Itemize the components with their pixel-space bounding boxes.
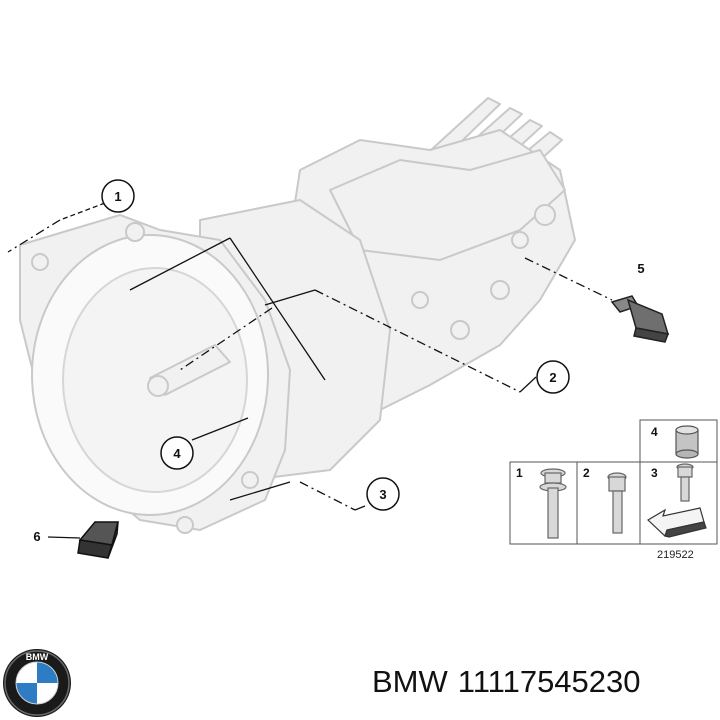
svg-text:2: 2 [549,370,556,385]
callout-4: 4 [160,436,194,470]
svg-text:1: 1 [114,189,121,204]
svg-text:4: 4 [173,446,181,461]
bolt-part-3 [676,463,694,502]
gearbox-illustration [19,97,576,534]
leader-lines [7,202,613,539]
callout-6: 6 [33,529,40,544]
callout-3: 3 [366,477,400,511]
svg-text:6: 6 [33,529,40,544]
bushing-part [675,425,699,459]
rubber-block-part-6 [77,521,119,559]
arrow-icon [647,507,707,538]
table-cell-2: 2 [583,466,590,480]
bolt-part-1 [539,468,567,539]
parts-table: 4 1 2 3 [509,419,718,561]
reference-number: 219522 [657,549,694,561]
bmw-logo: BMW [3,649,71,717]
logo-text: BMW [26,652,49,662]
svg-text:3: 3 [379,487,386,502]
svg-text:5: 5 [637,261,644,276]
table-cell-4: 4 [651,425,658,439]
sensor-part-5 [610,295,670,343]
part-caption: BMW 11117545230 [372,664,651,700]
table-cell-3: 3 [651,466,658,480]
brand-label: BMW [372,664,448,699]
callout-5: 5 [637,261,644,276]
callout-1: 1 [101,179,135,213]
part-number: 11117545230 [457,664,641,699]
table-cell-1: 1 [516,466,523,480]
bolt-part-2 [607,472,627,534]
callout-2: 2 [536,360,570,394]
